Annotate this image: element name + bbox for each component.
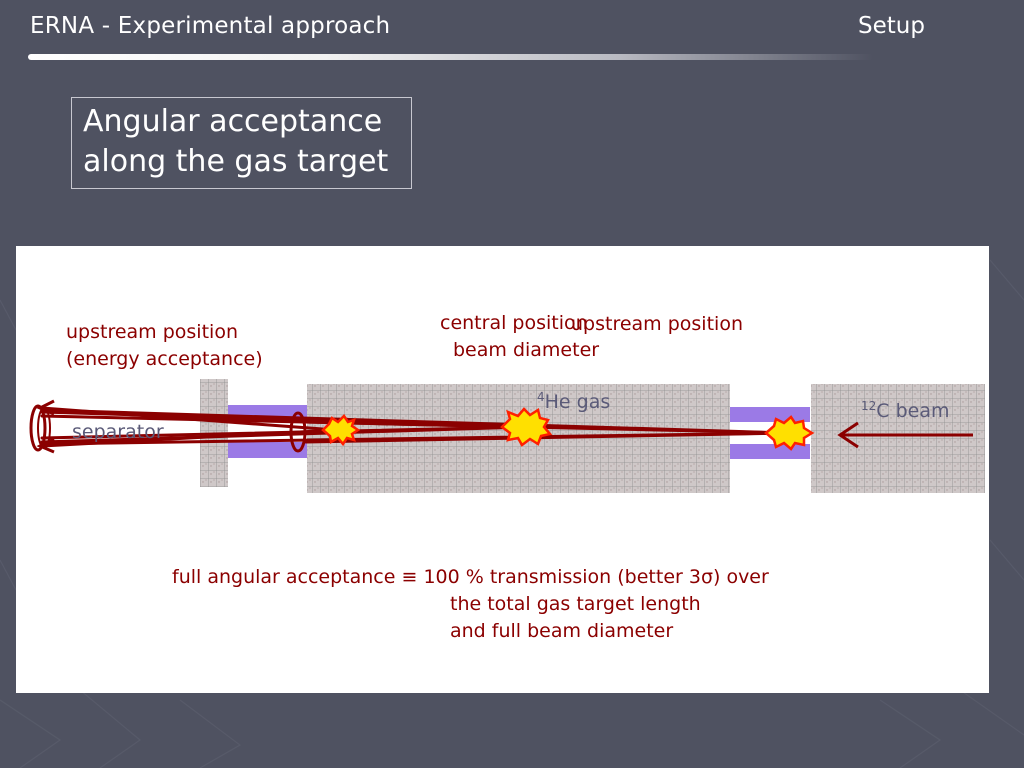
right-aperture-bottom <box>730 444 810 459</box>
header-title: ERNA - Experimental approach <box>30 13 391 39</box>
separator-entrance-ellipse <box>29 404 47 452</box>
setup-diagram <box>29 379 985 493</box>
label-upstream-position-right: upstream position <box>571 313 743 335</box>
aperture-ellipse <box>289 411 307 453</box>
label-central-position: central position <box>440 312 588 334</box>
label-energy-acceptance: (energy acceptance) <box>66 348 263 370</box>
separator-entrance-ellipse-2 <box>37 407 51 449</box>
acceptance-rays <box>40 406 790 448</box>
slide-title-box <box>71 97 412 189</box>
incoming-beam-arrowhead <box>837 421 859 449</box>
slide-title-line-1: Angular acceptance <box>83 104 383 139</box>
caption-line-3: and full beam diameter <box>450 620 674 642</box>
label-gas: 4He gas <box>537 390 611 413</box>
slide-title-line-2: along the gas target <box>83 144 389 179</box>
flash-upstream-right <box>764 415 815 451</box>
diagram-panel: upstream position (energy acceptance) ce… <box>16 246 989 693</box>
caption-line-1: full angular acceptance ≡ 100 % transmis… <box>172 566 769 588</box>
flash-upstream-left <box>321 414 361 447</box>
caption-line-2: the total gas target length <box>450 593 701 615</box>
header-section-label: Setup <box>858 13 925 39</box>
flash-central <box>500 407 553 447</box>
left-aperture-bottom <box>228 442 307 458</box>
header-divider <box>28 54 873 60</box>
right-gas-section <box>811 384 985 493</box>
label-upstream-position-left: upstream position <box>66 321 238 343</box>
label-separator: separator <box>72 421 164 443</box>
right-aperture-top <box>730 407 810 422</box>
label-beam-diameter: beam diameter <box>453 339 600 361</box>
label-beam: 12C beam <box>861 399 950 422</box>
